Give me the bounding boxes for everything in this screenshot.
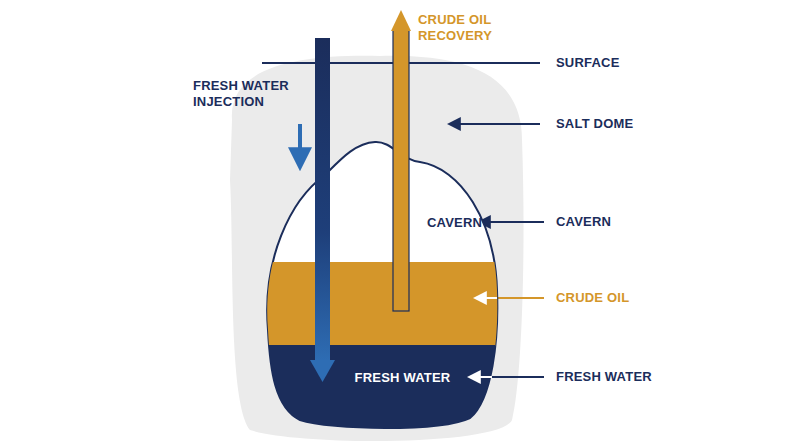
injection-label: FRESH WATER INJECTION bbox=[193, 78, 293, 110]
crude-oil-label: CRUDE OIL bbox=[556, 290, 676, 306]
recovery-arrowhead bbox=[391, 10, 411, 31]
node-text: CAVERN bbox=[427, 215, 482, 231]
injection-arrowhead bbox=[310, 360, 335, 382]
label-holder: FRESH WATER bbox=[556, 369, 686, 385]
recovery-label: CRUDE OIL RECOVERY bbox=[418, 12, 508, 44]
fresh-water-band: FRESH WATER bbox=[330, 361, 475, 395]
crude-oil-layer bbox=[250, 262, 510, 346]
cavern-label: CAVERN bbox=[556, 214, 676, 230]
label-holder: SURFACE bbox=[556, 55, 676, 71]
injection-direction-arrow bbox=[298, 124, 302, 152]
text-holder: CAVERN bbox=[427, 215, 482, 231]
salt-dome-leader bbox=[458, 123, 540, 125]
label-holder: CRUDE OIL RECOVERY bbox=[418, 12, 508, 44]
node-text: FRESH WATER bbox=[355, 370, 451, 386]
fresh-water-leader-outer bbox=[492, 376, 544, 378]
recovery-pipe bbox=[393, 30, 409, 311]
cavern-leader bbox=[488, 221, 544, 223]
injection-pipe bbox=[315, 38, 330, 362]
surface-label: SURFACE bbox=[556, 55, 676, 71]
crude-oil-leader-inner bbox=[484, 297, 497, 299]
cavern: CAVERN FRESH WATER bbox=[260, 135, 505, 435]
label-holder: CAVERN bbox=[556, 214, 676, 230]
label-holder: CRUDE OIL bbox=[556, 290, 676, 306]
fresh-water-layer bbox=[250, 345, 510, 445]
label-holder: FRESH WATER INJECTION bbox=[193, 78, 293, 110]
crude-oil-leader-outer bbox=[497, 297, 544, 299]
text-holder: FRESH WATER bbox=[330, 361, 475, 395]
cavern-shape bbox=[260, 135, 505, 435]
salt-dome-label: SALT DOME bbox=[556, 116, 676, 132]
label-holder: SALT DOME bbox=[556, 116, 676, 132]
fresh-water-leader-inner bbox=[478, 376, 492, 378]
fresh-water-label: FRESH WATER bbox=[556, 369, 686, 385]
